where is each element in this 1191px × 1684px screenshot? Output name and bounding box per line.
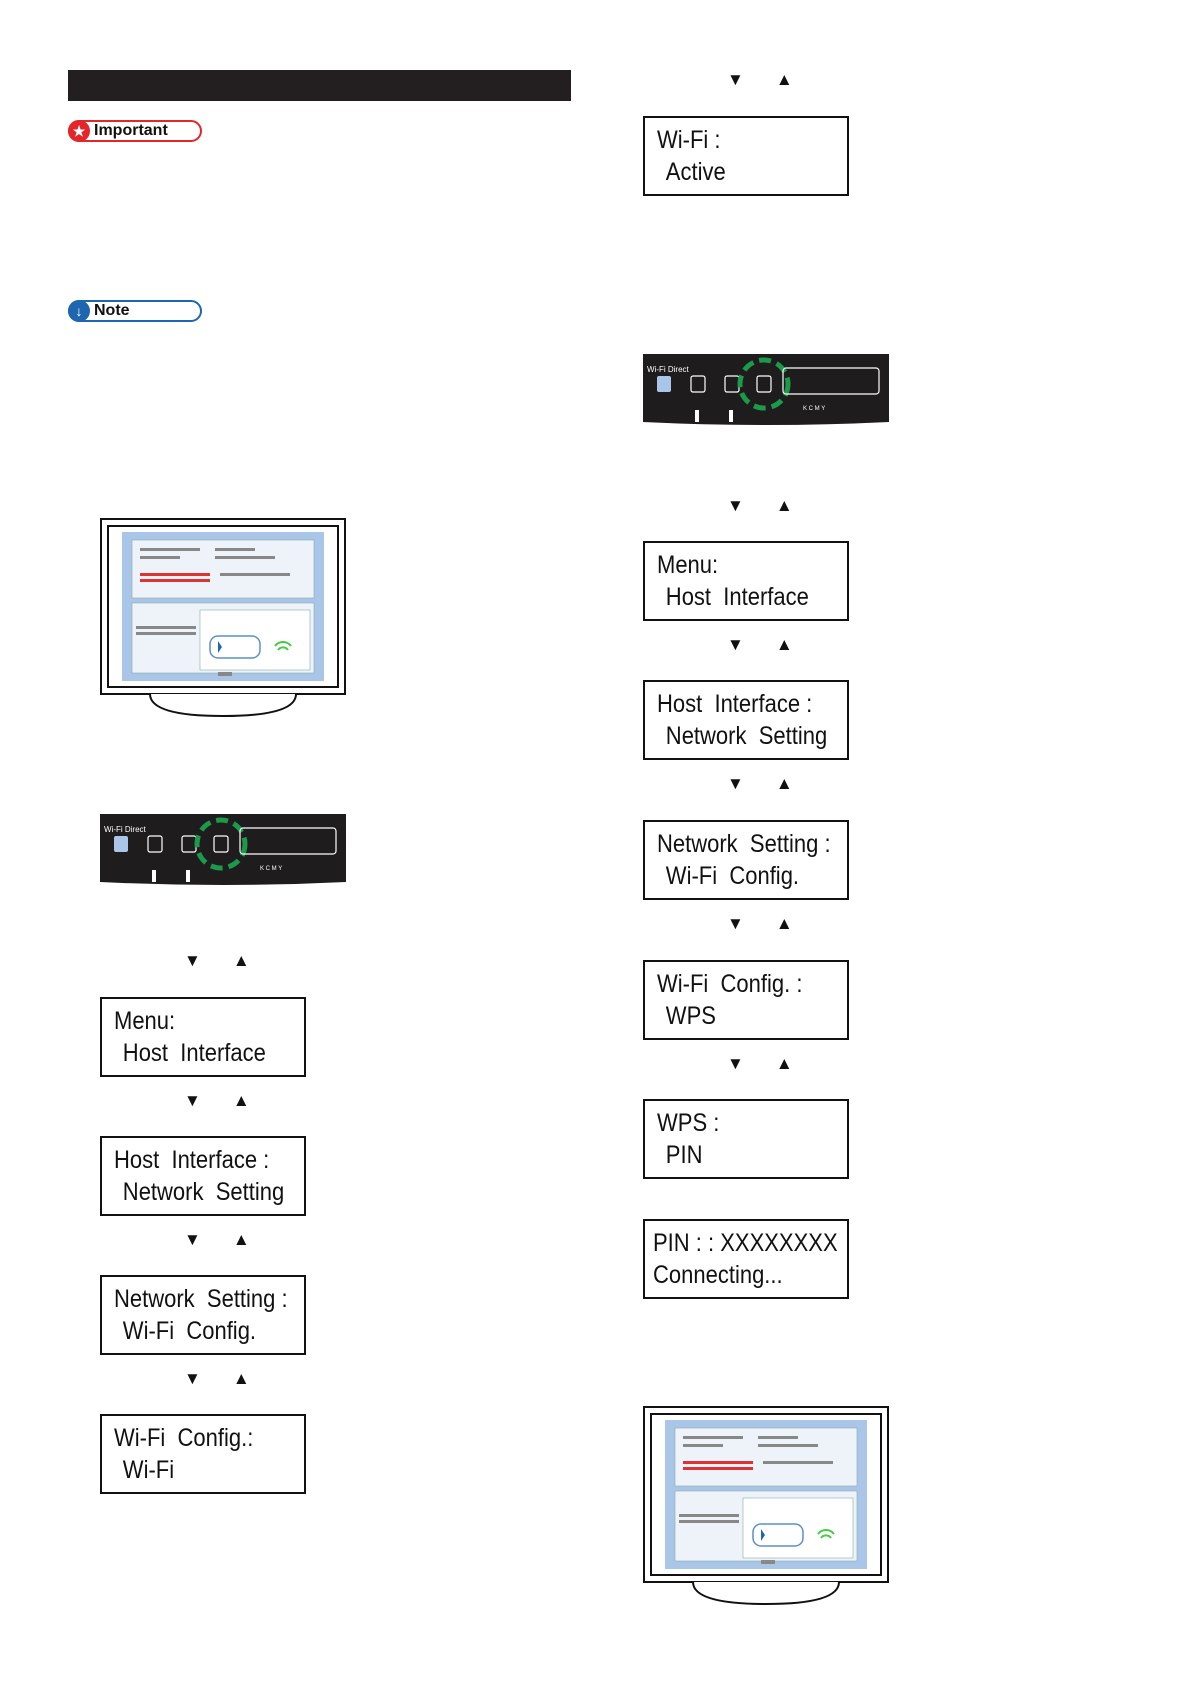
up-arrow-icon: ▲ [775, 914, 793, 933]
lcd-line-1: Menu: [657, 551, 719, 579]
up-arrow-icon: ▲ [775, 1054, 793, 1073]
lcd-screen: Network Setting : Wi-Fi Config. [643, 820, 849, 900]
down-arrow-icon: ▼ [184, 1091, 201, 1110]
up-arrow-icon: ▲ [775, 496, 793, 515]
scroll-arrows: ▼ ▲ [184, 1369, 250, 1389]
lcd-screen: Wi-Fi Config. : WPS [643, 960, 849, 1040]
lcd-line-2: PIN [665, 1141, 703, 1169]
scroll-arrows: ▼ ▲ [727, 496, 793, 516]
up-arrow-icon: ▲ [232, 1369, 250, 1388]
up-arrow-icon: ▲ [775, 70, 793, 89]
up-arrow-icon: ▲ [232, 951, 250, 970]
lcd-line-2: Network Setting [122, 1178, 285, 1206]
lcd-screen: PIN : : XXXXXXXX Connecting... [643, 1219, 849, 1299]
scroll-arrows: ▼ ▲ [727, 70, 793, 90]
control-panel-right: Wi-Fi Direct K C M Y [643, 348, 889, 430]
lcd-line-2: WPS [665, 1002, 716, 1030]
lcd-screen: Host Interface : Network Setting [643, 680, 849, 760]
down-arrow-icon: ▼ [727, 774, 744, 793]
up-arrow-icon: ▲ [775, 774, 793, 793]
lcd-line-1: Host Interface : [657, 690, 813, 718]
note-label: Note [94, 302, 130, 319]
lcd-line-1: Wi-Fi : [657, 126, 721, 154]
svg-text:K C M Y: K C M Y [803, 406, 825, 412]
lcd-screen: WPS : PIN [643, 1099, 849, 1179]
down-arrow-icon: ▼ [184, 1230, 201, 1249]
up-arrow-icon: ▲ [232, 1230, 250, 1249]
important-badge: ★ Important [68, 120, 202, 142]
lcd-line-1: Wi-Fi Config. : [657, 970, 803, 998]
scroll-arrows: ▼ ▲ [184, 951, 250, 971]
down-arrow-icon: ▼ [727, 496, 744, 515]
lcd-line-1: Network Setting : [657, 830, 831, 858]
lcd-line-2: Host Interface [122, 1039, 266, 1067]
svg-text:K C M Y: K C M Y [260, 866, 282, 872]
up-arrow-icon: ▲ [775, 635, 793, 654]
lcd-line-2: Host Interface [665, 583, 809, 611]
scroll-arrows: ▼ ▲ [184, 1091, 250, 1111]
lcd-screen: Wi-Fi : Active [643, 116, 849, 196]
lcd-line-2: Connecting... [653, 1261, 783, 1289]
lcd-line-2: Network Setting [665, 722, 828, 750]
lcd-line-1: Host Interface : [114, 1146, 270, 1174]
scroll-arrows: ▼ ▲ [727, 1054, 793, 1074]
scroll-arrows: ▼ ▲ [727, 914, 793, 934]
down-arrow-icon: ▼ [727, 914, 744, 933]
lcd-screen: Network Setting : Wi-Fi Config. [100, 1275, 306, 1355]
scroll-arrows: ▼ ▲ [727, 635, 793, 655]
important-label: Important [94, 122, 168, 139]
lcd-line-1: Menu: [114, 1007, 176, 1035]
arrow-down-icon: ↓ [68, 300, 90, 322]
control-panel-left: Wi-Fi Direct K C M Y [100, 808, 346, 890]
computer-monitor-illustration [643, 1406, 889, 1606]
down-arrow-icon: ▼ [184, 951, 201, 970]
down-arrow-icon: ▼ [727, 70, 744, 89]
star-icon: ★ [68, 120, 90, 142]
lcd-screen: Host Interface : Network Setting [100, 1136, 306, 1216]
svg-text:Wi-Fi Direct: Wi-Fi Direct [647, 365, 690, 374]
up-arrow-icon: ▲ [232, 1091, 250, 1110]
lcd-screen: Menu: Host Interface [643, 541, 849, 621]
lcd-line-1: Wi-Fi Config.: [114, 1424, 254, 1452]
lcd-line-2: Active [665, 158, 726, 186]
lcd-line-2: Wi-Fi Config. [122, 1317, 257, 1345]
lcd-line-2: Wi-Fi Config. [665, 862, 800, 890]
section-header-bar [68, 70, 571, 101]
lcd-screen: Wi-Fi Config.: Wi-Fi [100, 1414, 306, 1494]
wifi-direct-text: Wi-Fi Direct [104, 825, 147, 834]
lcd-line-1: PIN : : XXXXXXXX [653, 1229, 838, 1257]
computer-monitor-illustration [100, 518, 346, 718]
note-badge: ↓ Note [68, 300, 202, 322]
down-arrow-icon: ▼ [184, 1369, 201, 1388]
down-arrow-icon: ▼ [727, 1054, 744, 1073]
lcd-line-1: WPS : [657, 1109, 720, 1137]
scroll-arrows: ▼ ▲ [727, 774, 793, 794]
lcd-line-2: Wi-Fi [122, 1456, 175, 1484]
lcd-line-1: Network Setting : [114, 1285, 288, 1313]
lcd-screen: Menu: Host Interface [100, 997, 306, 1077]
down-arrow-icon: ▼ [727, 635, 744, 654]
scroll-arrows: ▼ ▲ [184, 1230, 250, 1250]
